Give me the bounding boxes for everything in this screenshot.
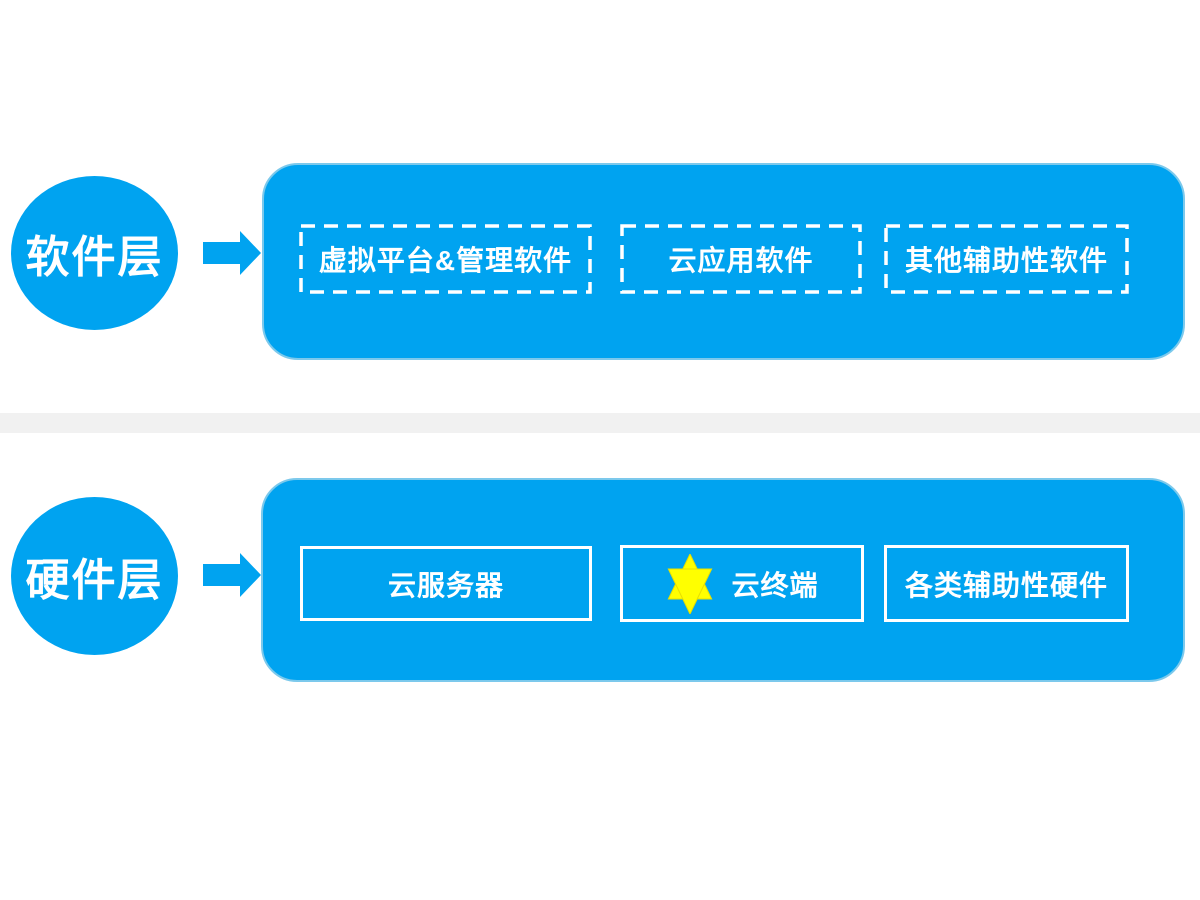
software-item-other-software: 其他辅助性软件 [884, 224, 1129, 294]
right-arrow-icon [203, 231, 261, 275]
software-panel: 虚拟平台&管理软件 云应用软件 其他辅助性软件 [262, 163, 1185, 360]
hardware-layer-circle: 硬件层 [11, 497, 178, 655]
hardware-item-other-hardware: 各类辅助性硬件 [884, 545, 1129, 622]
hardware-item-cloud-server: 云服务器 [300, 546, 592, 621]
hardware-panel: 云服务器 云终端 各类辅助性硬件 [261, 478, 1185, 682]
hardware-layer-label: 硬件层 [25, 556, 164, 605]
software-item-cloud-apps: 云应用软件 [620, 224, 862, 294]
dashed-border [884, 224, 1129, 294]
item-label: 云服务器 [387, 569, 504, 601]
dashed-border [299, 224, 592, 294]
section-divider-band [0, 413, 1200, 433]
software-item-virtual-platform: 虚拟平台&管理软件 [299, 224, 592, 294]
item-label: 各类辅助性硬件 [904, 569, 1108, 601]
right-arrow-icon [203, 553, 261, 597]
software-layer-circle: 软件层 [11, 176, 178, 330]
dashed-border [620, 224, 862, 294]
item-label: 其他辅助性软件 [904, 245, 1108, 276]
hardware-item-cloud-terminal: 云终端 [620, 545, 864, 622]
item-label: 虚拟平台&管理软件 [318, 245, 573, 276]
software-layer-label: 软件层 [25, 233, 164, 282]
item-label: 云终端 [731, 569, 819, 601]
six-pointed-star-icon [668, 553, 713, 614]
item-label: 云应用软件 [668, 245, 814, 276]
